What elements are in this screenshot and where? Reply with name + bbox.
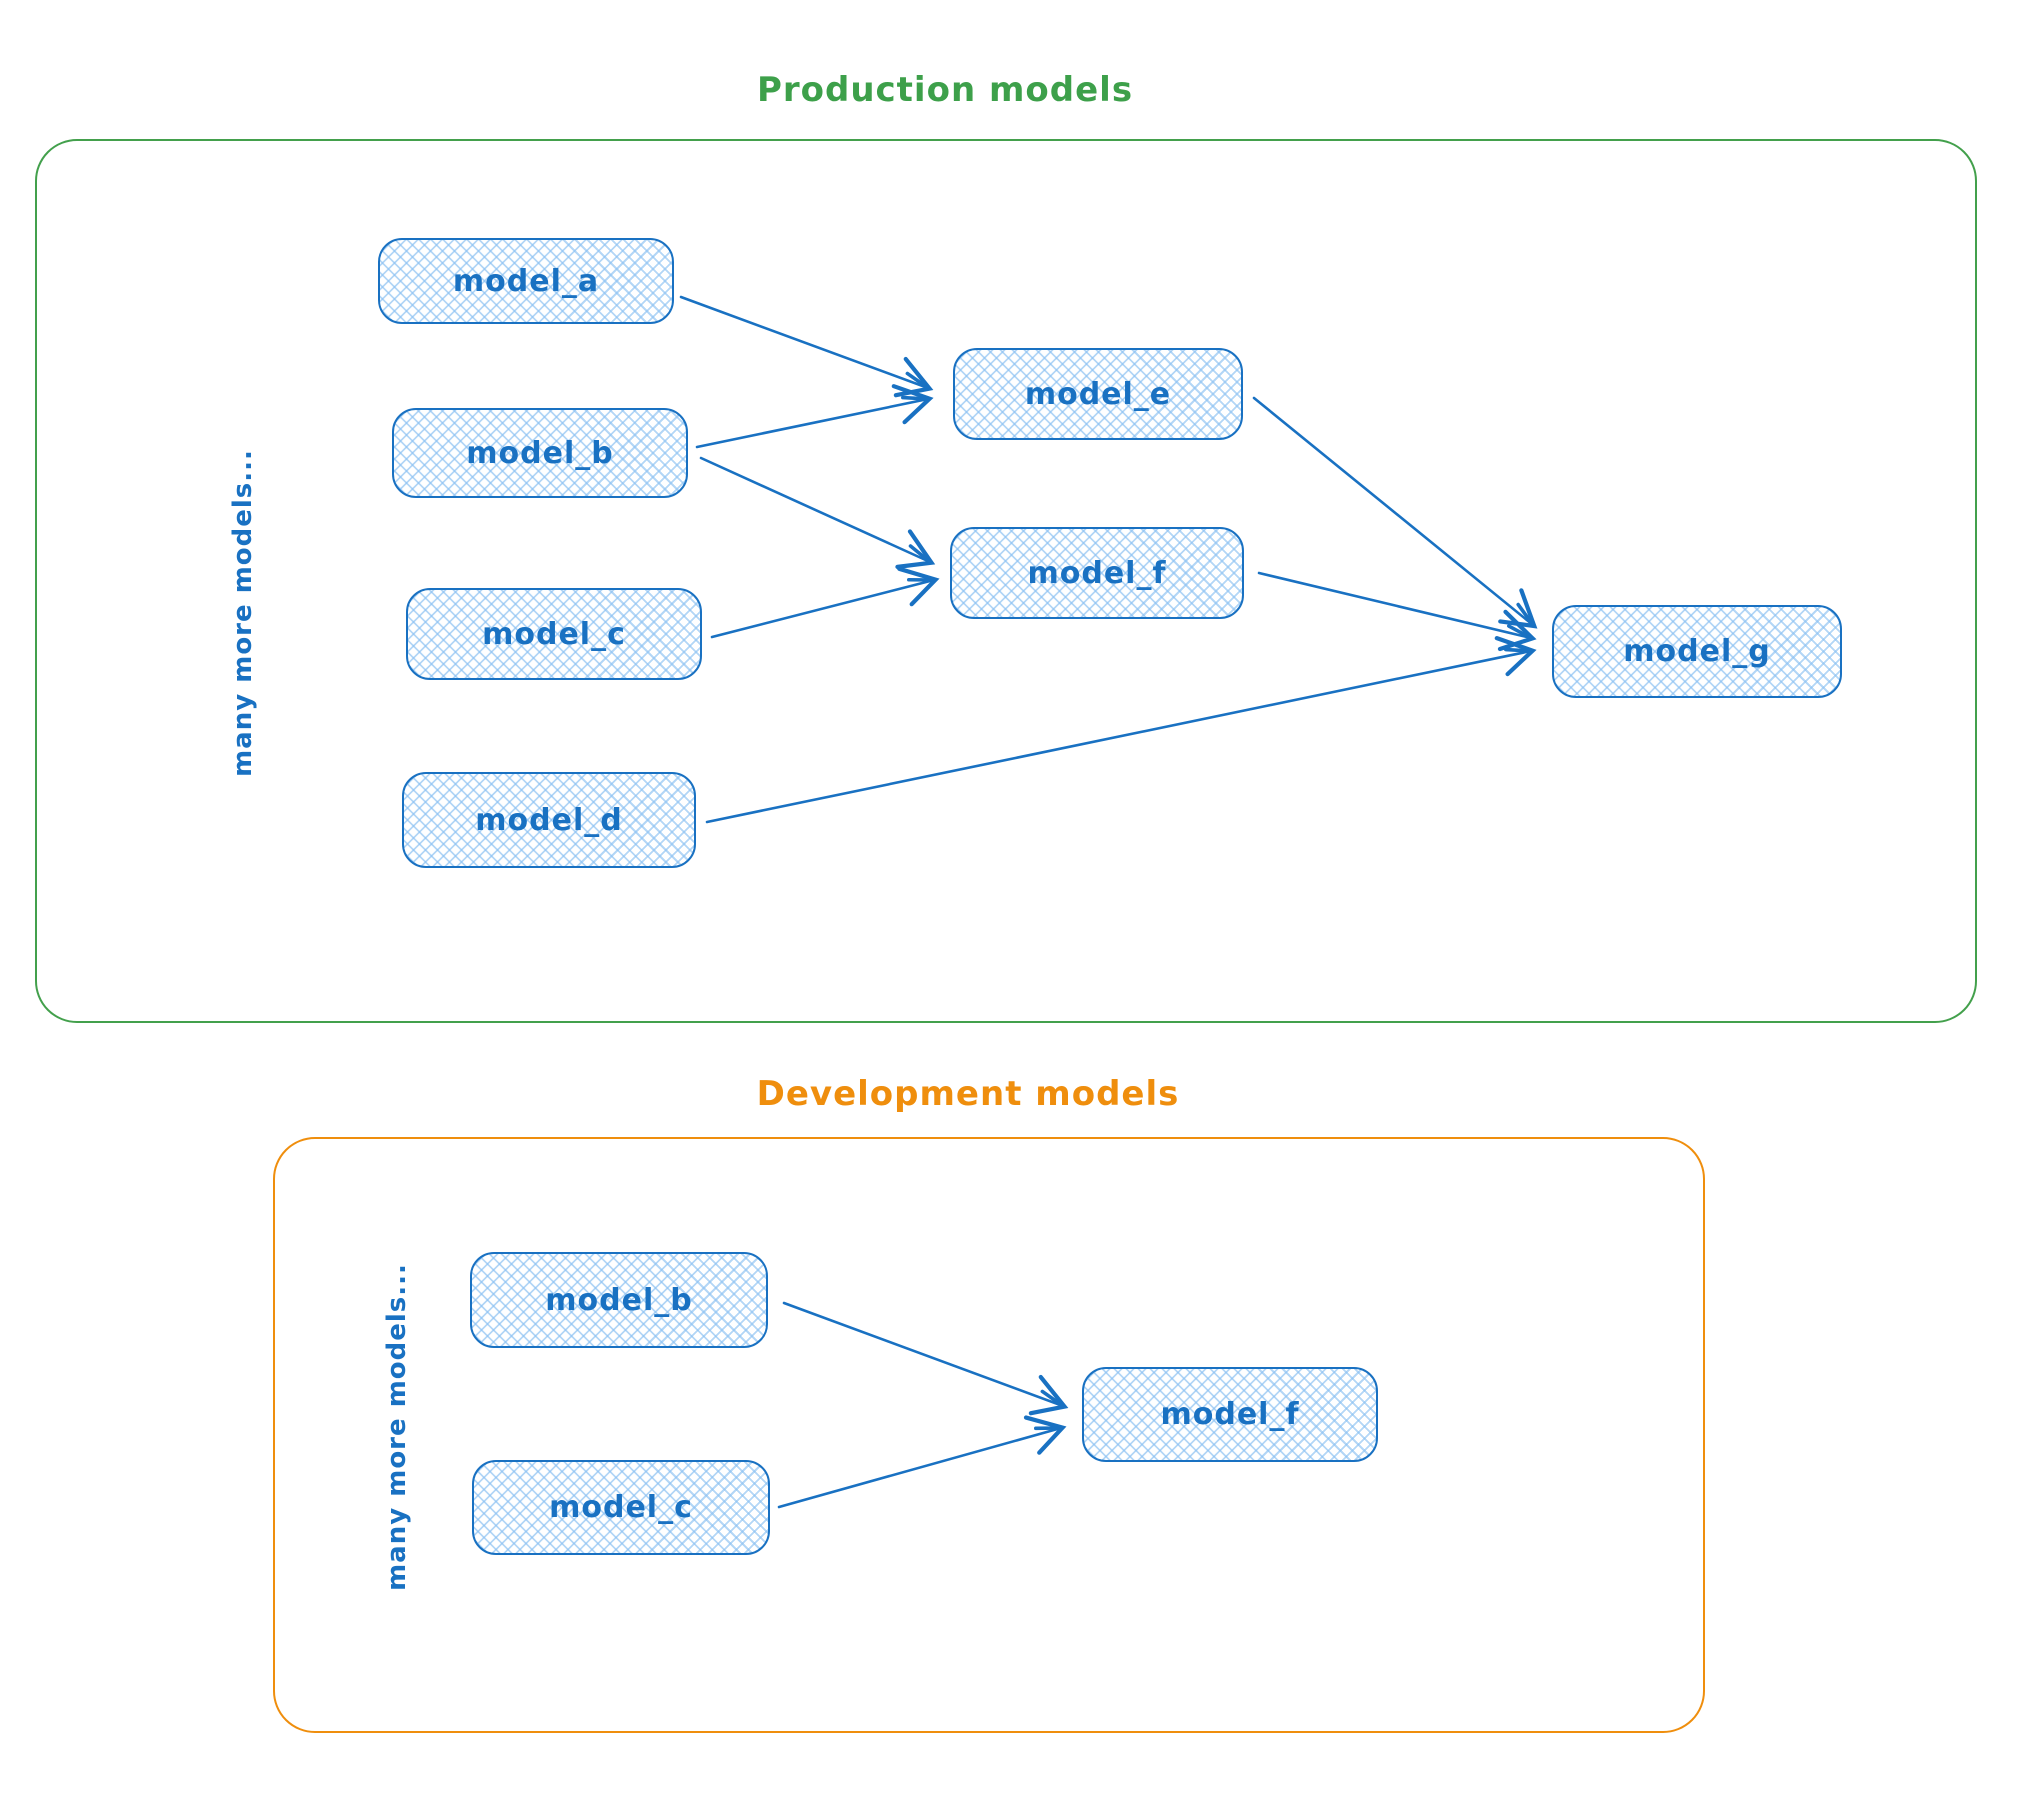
node-production-model-e: model_e: [953, 348, 1243, 440]
node-production-model-g: model_g: [1552, 605, 1842, 698]
node-label: model_b: [466, 435, 614, 471]
node-development-model-b: model_b: [470, 1252, 768, 1348]
node-label: model_f: [1027, 555, 1167, 591]
node-label: model_c: [549, 1490, 693, 1525]
node-development-model-c: model_c: [472, 1460, 770, 1555]
node-production-model-d: model_d: [402, 772, 696, 868]
node-label: model_a: [452, 263, 600, 299]
development-section-title: Development models: [756, 1074, 1180, 1114]
node-label: model_g: [1623, 634, 1771, 669]
production-section-container: [35, 139, 1977, 1023]
node-production-model-c: model_c: [406, 588, 702, 680]
node-development-model-f: model_f: [1082, 1367, 1378, 1462]
node-label: model_f: [1160, 1397, 1300, 1432]
node-label: model_d: [475, 802, 623, 838]
node-production-model-b: model_b: [392, 408, 688, 498]
node-production-model-f: model_f: [950, 527, 1244, 619]
development-side-label: many more models...: [382, 1263, 412, 1591]
development-section-container: [273, 1137, 1705, 1733]
node-label: model_b: [545, 1282, 693, 1318]
production-section-title: Production models: [756, 70, 1134, 110]
production-side-label: many more models...: [228, 449, 258, 777]
node-production-model-a: model_a: [378, 238, 674, 324]
node-label: model_e: [1024, 376, 1172, 412]
node-label: model_c: [482, 616, 626, 652]
